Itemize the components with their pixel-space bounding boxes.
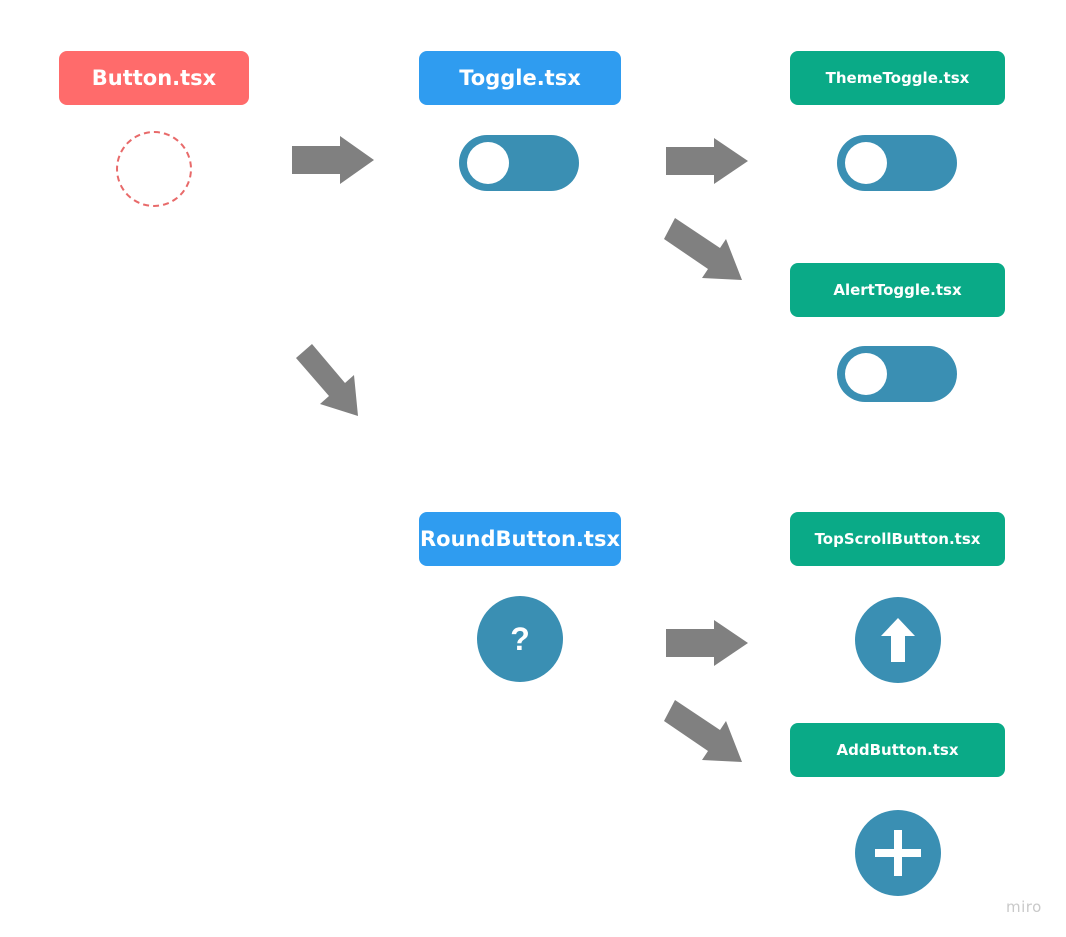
up-arrow-icon xyxy=(881,618,915,662)
node-alert-toggle: AlertToggle.tsx xyxy=(790,263,1005,317)
toggle-knob xyxy=(845,353,887,395)
plus-icon xyxy=(875,830,921,876)
node-top-scroll-button-label: TopScrollButton.tsx xyxy=(814,530,981,548)
add-button-preview xyxy=(855,810,941,896)
toggle-switch-icon xyxy=(837,135,957,191)
button-placeholder-circle xyxy=(116,131,192,207)
node-theme-toggle-label: ThemeToggle.tsx xyxy=(825,69,970,87)
node-top-scroll-button: TopScrollButton.tsx xyxy=(790,512,1005,566)
round-button-preview: ? xyxy=(477,596,563,682)
toggle-knob xyxy=(845,142,887,184)
top-scroll-button-preview xyxy=(855,597,941,683)
arrow-diagonal-icon xyxy=(664,218,742,280)
arrow-right-icon xyxy=(292,136,374,184)
toggle-switch-icon xyxy=(459,135,579,191)
arrow-right-icon xyxy=(666,620,748,666)
arrow-right-icon xyxy=(666,138,748,184)
arrow-diagonal-icon xyxy=(296,344,358,416)
node-toggle: Toggle.tsx xyxy=(419,51,621,105)
node-add-button-label: AddButton.tsx xyxy=(836,741,959,759)
question-mark-icon: ? xyxy=(510,620,530,657)
miro-watermark: miro xyxy=(1006,898,1042,916)
node-button: Button.tsx xyxy=(59,51,249,105)
arrow-diagonal-icon xyxy=(664,700,742,762)
node-button-label: Button.tsx xyxy=(91,66,217,90)
toggle-knob xyxy=(467,142,509,184)
node-theme-toggle: ThemeToggle.tsx xyxy=(790,51,1005,105)
node-round-button: RoundButton.tsx xyxy=(419,512,621,566)
toggle-switch-icon xyxy=(837,346,957,402)
node-toggle-label: Toggle.tsx xyxy=(459,66,581,90)
node-alert-toggle-label: AlertToggle.tsx xyxy=(833,281,962,299)
node-round-button-label: RoundButton.tsx xyxy=(419,527,620,551)
node-add-button: AddButton.tsx xyxy=(790,723,1005,777)
